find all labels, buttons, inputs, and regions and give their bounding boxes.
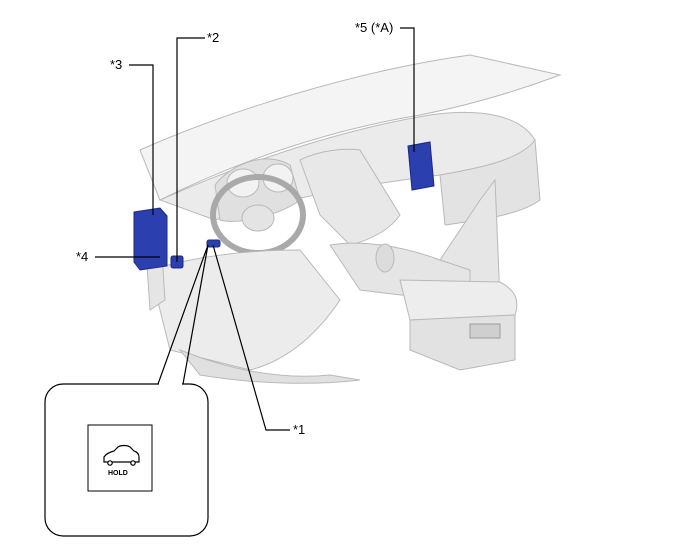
callout-1: *1 [293,422,305,437]
car-hold-icon [103,444,140,466]
hold-switch-face [87,424,153,492]
vehicle-interior-illustration [139,54,562,384]
leader-line-3 [129,64,154,215]
inset-detail: HOLD [44,382,209,537]
hold-label: HOLD [108,470,128,477]
component-4-ecu [133,207,168,271]
callout-2: *2 [207,30,219,45]
leader-line-1 [212,244,290,431]
leader-lines [95,27,415,431]
component-5-ecu [407,141,435,191]
leader-line-2 [176,37,205,262]
callout-labels: *1 *2 *3 *4 *5 (*A) [76,20,393,437]
callout-4: *4 [76,249,88,264]
inset-pointer-line [157,244,209,385]
leader-line-5 [400,27,415,152]
callout-3: *3 [110,57,122,72]
callout-5: *5 (*A) [355,20,393,35]
